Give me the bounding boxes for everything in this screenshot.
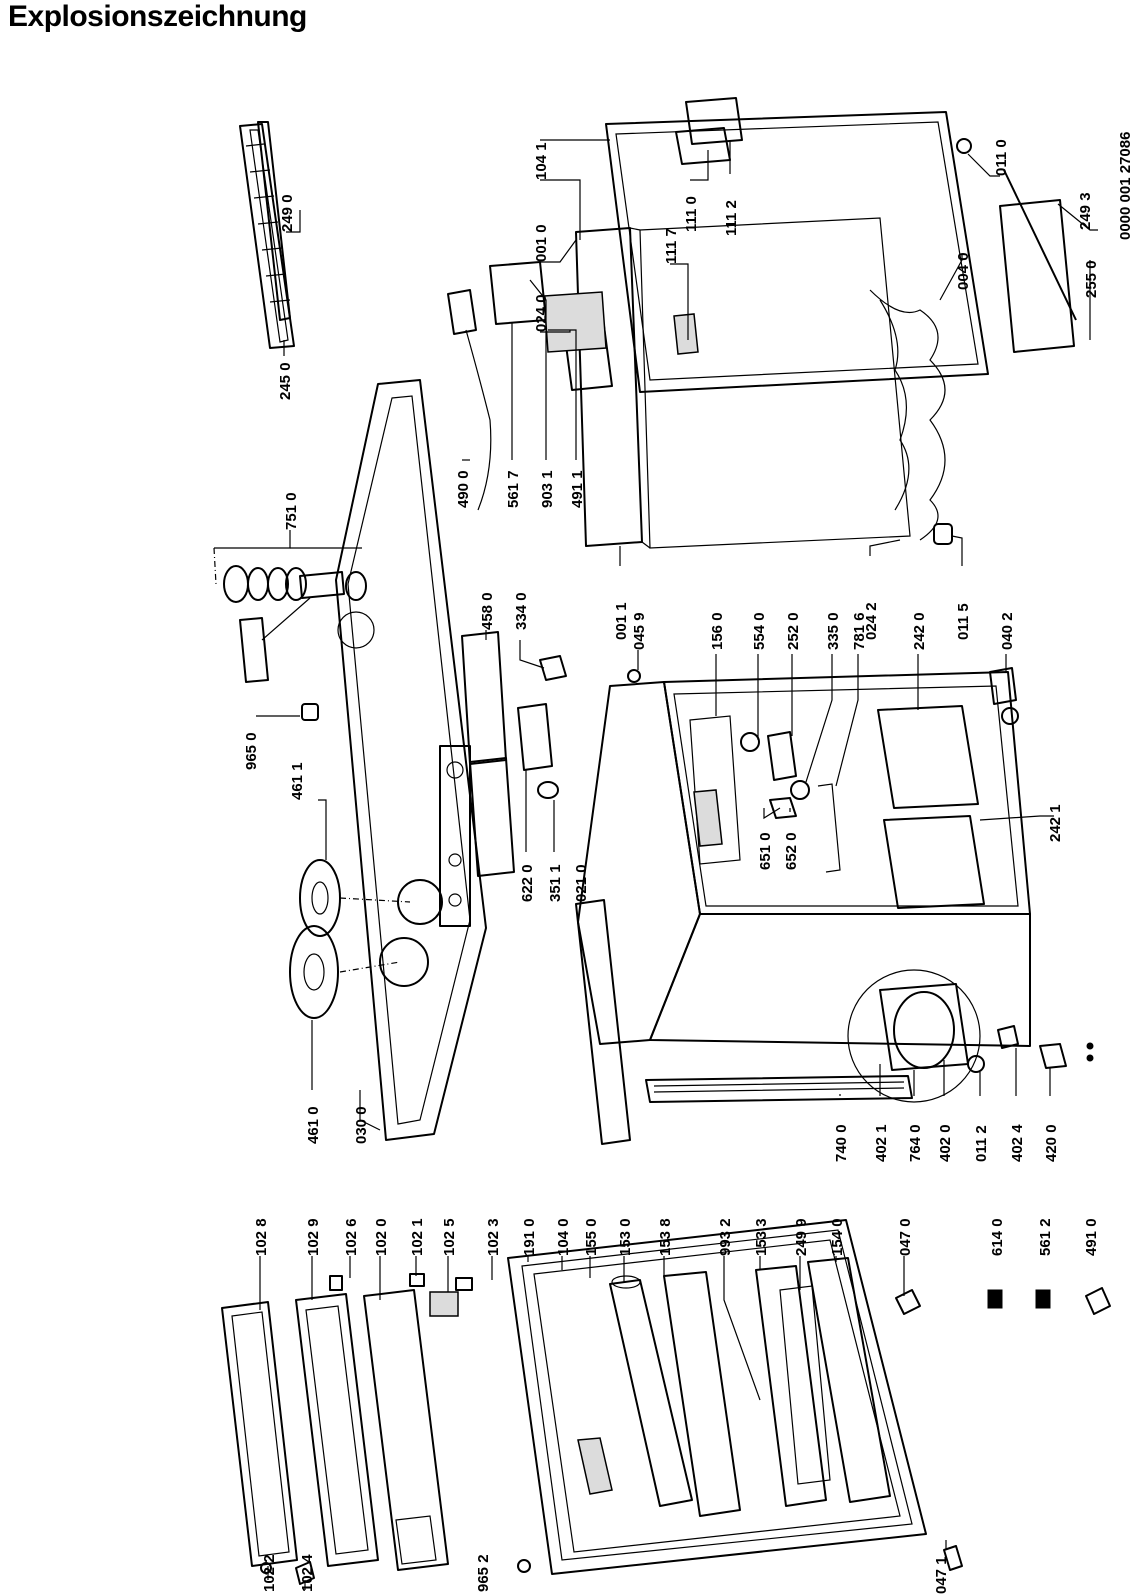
part-label-2450: 245 0 <box>277 362 294 400</box>
part-label-2499: 249 9 <box>793 1218 810 1256</box>
part-label-4910b: 491 0 <box>1083 1218 1100 1256</box>
part-label-1110: 111 0 <box>683 196 700 232</box>
part-label-3340: 334 0 <box>513 592 530 630</box>
part-label-0110: 011 0 <box>993 139 1010 176</box>
part-label-4611: 461 1 <box>289 762 306 800</box>
part-label-0040: 004 0 <box>955 252 972 290</box>
part-label-1024: 102 4 <box>299 1554 316 1592</box>
part-label-1021: 102 1 <box>409 1218 426 1256</box>
main-cabinet-assembly <box>575 667 1094 1145</box>
part-label-1041: 104 1 <box>533 142 550 180</box>
part-label-1026: 102 6 <box>343 1218 360 1256</box>
part-label-7510: 751 0 <box>283 492 300 530</box>
part-label-4580: 458 0 <box>479 592 496 630</box>
part-label-1533: 153 3 <box>753 1218 770 1256</box>
part-label-0011: 001 1 <box>613 602 630 640</box>
part-label-5617: 561 7 <box>505 470 522 508</box>
part-label-6510: 651 0 <box>757 832 774 870</box>
part-label-1040: 104 0 <box>555 1218 572 1256</box>
part-label-6520: 652 0 <box>783 832 800 870</box>
upper-cabinet-assembly <box>447 97 1077 549</box>
part-label-0010: 001 0 <box>533 224 550 262</box>
part-label-2420: 242 0 <box>911 612 928 650</box>
part-label-1028: 102 8 <box>253 1218 270 1256</box>
part-label-7400: 740 0 <box>833 1124 850 1162</box>
part-label-4610: 461 0 <box>305 1106 322 1144</box>
part-label-1530: 153 0 <box>617 1218 634 1256</box>
part-label-6220: 622 0 <box>519 864 536 902</box>
part-label-1023: 102 3 <box>485 1218 502 1256</box>
part-label-1029: 102 9 <box>305 1218 322 1256</box>
worktop-hob-assembly <box>213 379 567 1141</box>
part-label-3350: 335 0 <box>825 612 842 650</box>
part-label-2421: 242 1 <box>1047 804 1064 842</box>
part-label-7640: 764 0 <box>907 1124 924 1162</box>
part-label-1025: 102 5 <box>441 1218 458 1256</box>
part-label-0300: 030 0 <box>353 1106 370 1144</box>
leader-lines <box>214 139 1098 1590</box>
part-label-2520: 252 0 <box>785 612 802 650</box>
part-labels: 102 2 102 4 965 2 102 8 102 9 102 6 102 … <box>243 139 1100 1594</box>
part-label-4900: 490 0 <box>455 470 472 508</box>
part-label-0210: 021 0 <box>573 864 590 902</box>
part-label-1112: 111 2 <box>723 200 740 236</box>
part-label-2550: 255 0 <box>1083 260 1100 298</box>
part-label-6140: 614 0 <box>989 1218 1006 1256</box>
part-label-4911: 491 1 <box>569 470 586 508</box>
page-title: Explosionszeichnung <box>8 0 307 33</box>
part-label-1910: 191 0 <box>521 1218 538 1256</box>
part-label-1022: 102 2 <box>261 1554 278 1592</box>
part-label-3511: 351 1 <box>547 864 564 902</box>
part-label-0459: 045 9 <box>631 612 648 650</box>
document-number: 0000 001 27086 <box>1117 132 1134 240</box>
part-label-0242: 024 2 <box>863 602 880 640</box>
part-label-1538: 153 8 <box>657 1218 674 1256</box>
part-label-5612: 561 2 <box>1037 1218 1054 1256</box>
part-label-9650: 965 0 <box>243 732 260 770</box>
part-label-4021: 402 1 <box>873 1124 890 1162</box>
part-label-1117: 111 7 <box>663 228 680 264</box>
part-label-0402: 040 2 <box>999 612 1016 650</box>
part-label-0471: 047 1 <box>933 1556 950 1594</box>
part-label-4024: 402 4 <box>1009 1124 1026 1162</box>
part-label-0470: 047 0 <box>897 1218 914 1256</box>
part-label-1550: 155 0 <box>583 1218 600 1256</box>
part-label-0112: 011 2 <box>973 1125 990 1162</box>
part-label-5540: 554 0 <box>751 612 768 650</box>
part-label-0115: 011 5 <box>955 603 972 640</box>
part-label-0240: 024 0 <box>533 294 550 332</box>
part-label-2490: 249 0 <box>279 194 296 232</box>
door-assembly <box>221 1219 1111 1585</box>
part-label-1020: 102 0 <box>373 1218 390 1256</box>
part-label-1560: 156 0 <box>709 612 726 650</box>
part-label-9031: 903 1 <box>539 470 556 508</box>
part-label-2493: 249 3 <box>1077 192 1094 230</box>
part-label-7816: 781 6 <box>851 612 868 650</box>
part-label-9652: 965 2 <box>475 1554 492 1592</box>
shelf-assembly <box>239 121 295 349</box>
part-label-9932: 993 2 <box>717 1218 734 1256</box>
part-label-1540: 154 0 <box>829 1218 846 1256</box>
part-label-4020: 402 0 <box>937 1124 954 1162</box>
part-label-4200: 420 0 <box>1043 1124 1060 1162</box>
